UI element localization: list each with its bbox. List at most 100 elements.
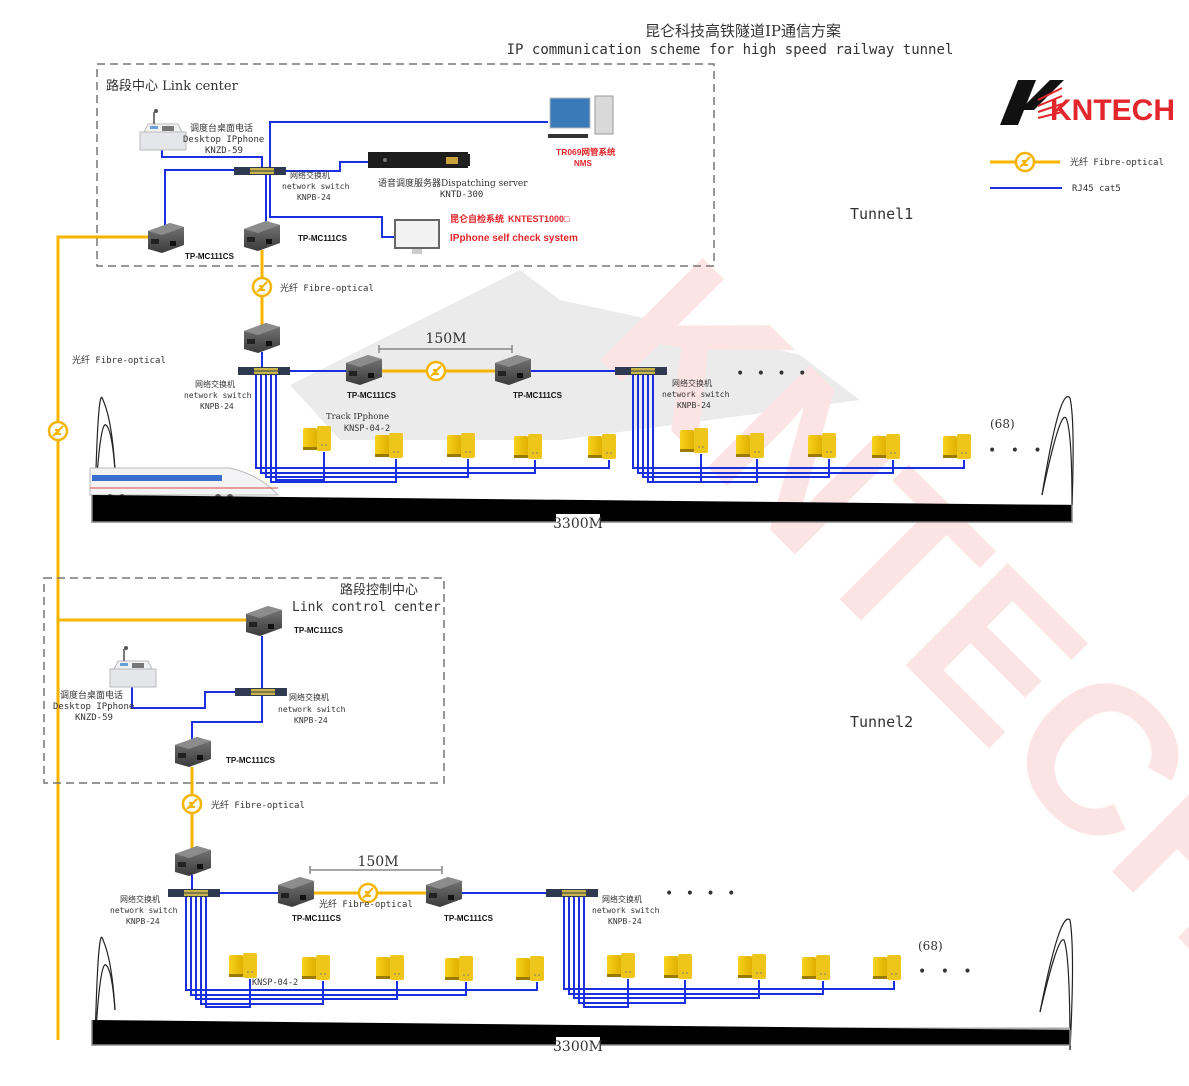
converter-icon [175, 737, 211, 767]
self-check-model: KNTEST1000□ [508, 214, 570, 224]
lc-switch-cn: 网络交换机 [290, 170, 330, 180]
rj45-cable [568, 897, 824, 995]
t1-ellipsis-right: • • • [988, 443, 1047, 459]
rj45-cable [255, 375, 610, 469]
t1-span: 150M [425, 331, 466, 347]
t2-converter-left: TP-MC111CS [292, 914, 342, 923]
switch-icon [167, 888, 221, 898]
t1-switch-left-cn: 网络交换机 [195, 379, 235, 389]
rj45-cable [632, 375, 965, 469]
track-phone [229, 953, 257, 978]
link-center-title: 路段中心 Link center [106, 78, 239, 94]
fiber-icon [425, 360, 447, 382]
track-phone [445, 956, 473, 981]
track-phone [873, 955, 901, 980]
t2-switch-right-cn: 网络交换机 [602, 894, 642, 904]
cc-desk-cn: 调度台桌面电话 [60, 689, 123, 701]
legend-cat5-label: RJ45 cat5 [1072, 184, 1121, 194]
legend: 光纤 Fibre-optical RJ45 cat5 [990, 151, 1164, 194]
server-label: 语音调度服务器Dispatching server [378, 177, 528, 189]
lc-converter-b: TP-MC111CS [298, 234, 348, 243]
switch-icon [234, 687, 288, 697]
rj45-cable [647, 375, 758, 483]
track-phone [943, 434, 971, 459]
cc-desk-model: KNZD-59 [75, 713, 113, 723]
t1-length: 3300M [553, 516, 603, 532]
self-check-en: IPphone self check system [450, 233, 578, 244]
nms-cn: TR069网管系统 [556, 147, 616, 157]
t1-count: (68) [990, 417, 1015, 431]
rj45-cable [578, 897, 686, 1004]
switch-icon [545, 888, 599, 898]
t1-converter-right: TP-MC111CS [513, 391, 563, 400]
desktop-phone-icon [139, 108, 187, 151]
t1-phone-model: KNSP-04-2 [344, 424, 390, 434]
self-check-cn: 昆仑自检系统 [450, 213, 504, 224]
watermark-text: KNTECH [559, 216, 1189, 1001]
t2-switch-right-model: KNPB-24 [608, 917, 642, 926]
rj45-cable [275, 375, 325, 481]
nms-en: NMS [574, 159, 592, 168]
title-en: IP communication scheme for high speed r… [507, 42, 954, 58]
server-model: KNTD-300 [440, 190, 483, 200]
t1-switch-right-en: network switch [662, 390, 730, 399]
track-phone [588, 434, 616, 459]
tunnel-portal [94, 396, 1074, 1051]
track-phone [303, 426, 331, 451]
rj45-cable [260, 375, 536, 474]
fiber-label-control: 光纤 Fibre-optical [211, 799, 305, 811]
t1-converter-left: TP-MC111CS [347, 391, 397, 400]
cc-desk-en: Desktop IPphone [53, 702, 134, 712]
fiber-icon [1014, 151, 1036, 173]
t2-switch-left-cn: 网络交换机 [120, 894, 160, 904]
cc-switch-cn: 网络交换机 [289, 692, 329, 702]
dispatching-server-icon [368, 152, 470, 168]
track-phone [808, 433, 836, 458]
track-phone [736, 433, 764, 458]
lc-switch-en: network switch [282, 182, 350, 191]
t1-ellipsis-top: • • • • [736, 366, 810, 382]
desk-phone-model: KNZD-59 [205, 146, 243, 156]
track-phone [375, 433, 403, 458]
track-phone [514, 434, 542, 459]
converter-icon [175, 846, 211, 876]
tunnel2-name: Tunnel2 [850, 713, 913, 731]
kntech-logo: KNTECH [1000, 80, 1175, 127]
converter-icon [246, 606, 282, 636]
converter-icon [278, 877, 314, 907]
track-phone [447, 433, 475, 458]
cc-switch-en: network switch [278, 705, 346, 714]
t1-switch-right-cn: 网络交换机 [672, 378, 712, 388]
cc-title-en: Link control center [292, 600, 441, 615]
switch-icon [233, 166, 287, 176]
rj45-cable [185, 897, 538, 991]
t2-converter-right: TP-MC111CS [444, 914, 494, 923]
train-icon [89, 467, 280, 500]
t2-switch-left-en: network switch [110, 906, 178, 915]
t1-switch-left-en: network switch [184, 391, 252, 400]
t1-switch-left-model: KNPB-24 [200, 402, 234, 411]
link-center-box [96, 63, 715, 267]
title-cn: 昆仑科技高铁隧道IP通信方案 [645, 22, 841, 40]
rj45-cable [200, 897, 324, 1005]
track-phone [376, 955, 404, 980]
cc-title-cn: 路段控制中心 [340, 582, 418, 598]
cc-converter-top: TP-MC111CS [294, 626, 344, 635]
nms-computer-icon [548, 95, 614, 138]
logo-text: KNTECH [1050, 94, 1175, 127]
rj45-cable [205, 897, 251, 1008]
lc-switch-model: KNPB-24 [297, 193, 331, 202]
rj45-cable [563, 897, 895, 990]
track-phone [302, 955, 330, 980]
fiber-icon [181, 793, 203, 815]
lc-converter-a: TP-MC111CS [185, 252, 235, 261]
converter-icon [148, 223, 184, 253]
t2-ellipsis-top: • • • • [665, 886, 739, 902]
fiber-label-side: 光纤 Fibre-optical [72, 354, 166, 366]
control-center-box [43, 577, 445, 784]
legend-fiber-label: 光纤 Fibre-optical [1070, 156, 1164, 168]
t1-phone-label: Track IPphone [326, 412, 389, 422]
tunnel1-name: Tunnel1 [850, 205, 913, 223]
